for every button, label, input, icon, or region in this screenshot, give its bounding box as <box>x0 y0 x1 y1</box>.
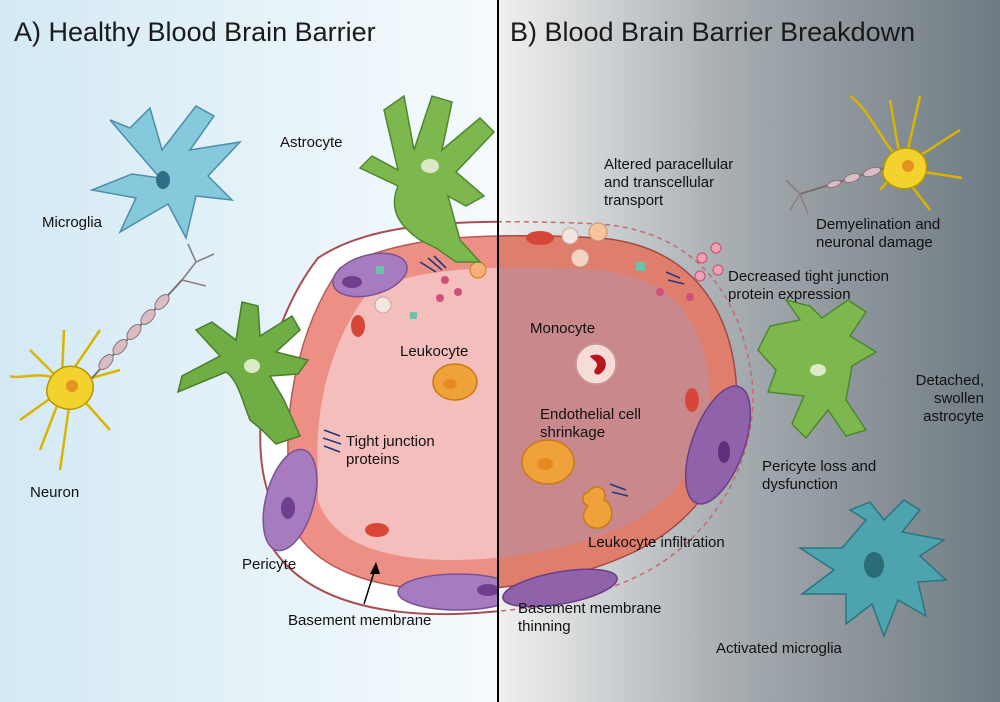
neuron-cell <box>9 243 215 471</box>
pericyte-nucleus <box>342 276 362 288</box>
transport-molecule <box>636 262 645 271</box>
label-basement-thinning-line2: thinning <box>518 618 571 635</box>
endothelial-nucleus <box>685 388 699 412</box>
transport-particle <box>441 276 449 284</box>
microglia-cell <box>89 105 243 241</box>
label-endothelial-line2: shrinkage <box>540 424 606 441</box>
label-endothelial-shrinkage: Endothelial cell shrinkage <box>540 406 641 442</box>
damaged-neuron-cell <box>785 94 963 215</box>
myelinated-axon <box>91 243 215 379</box>
monocyte-cell <box>575 343 617 385</box>
label-detached-line3: astrocyte <box>923 408 984 425</box>
label-decreased-line1: Decreased tight junction <box>728 268 889 285</box>
label-neuron: Neuron <box>30 484 80 501</box>
transport-vesicle <box>374 296 392 314</box>
label-basement-thinning: Basement membrane thinning <box>518 600 661 636</box>
transport-particle <box>694 270 706 282</box>
label-basement-thinning-line1: Basement membrane <box>518 600 662 617</box>
vessel-breakdown <box>498 220 754 613</box>
transport-particle <box>454 288 462 296</box>
astrocyte-cell <box>358 94 496 263</box>
tight-junction-icon <box>419 255 447 273</box>
label-pericyte-loss: Pericyte loss and dysfunction <box>762 458 876 494</box>
panel-a-title: A) Healthy Blood Brain Barrier <box>14 17 376 47</box>
tight-junction-icon <box>609 271 685 497</box>
transport-vesicle <box>469 261 487 279</box>
pointer-arrowhead <box>370 562 380 574</box>
leukocyte-nucleus <box>537 458 553 470</box>
pericyte-shape <box>684 385 752 505</box>
transport-vesicle <box>588 222 608 242</box>
swollen-astrocyte-cell <box>757 298 878 440</box>
label-altered-transport: Altered paracellular and transcellular t… <box>604 156 733 210</box>
pericyte-nucleus <box>718 441 730 463</box>
vessel-lumen-healthy <box>317 267 498 560</box>
label-decreased-tight-junction: Decreased tight junction protein express… <box>728 268 889 304</box>
transport-particle <box>710 242 722 254</box>
transport-particle <box>656 288 664 296</box>
pericyte-nucleus <box>477 584 498 596</box>
label-detached-astrocyte: Detached, swollen astrocyte <box>916 372 984 426</box>
label-demyelination: Demyelination and neuronal damage <box>816 216 940 252</box>
label-altered-line3: transport <box>604 192 664 209</box>
label-activated-microglia: Activated microglia <box>716 640 842 657</box>
label-detached-line2: swollen <box>933 390 984 407</box>
transport-vesicle <box>570 248 590 268</box>
label-demyelination-line1: Demyelination and <box>816 216 941 233</box>
pericyte-nucleus <box>281 497 295 519</box>
endothelial-nucleus <box>365 523 389 537</box>
label-demyelination-line2: neuronal damage <box>816 234 933 251</box>
label-decreased-line2: protein expression <box>728 286 851 303</box>
endothelial-nucleus <box>526 231 554 245</box>
astrocyte-cell <box>176 301 310 445</box>
label-monocyte: Monocyte <box>530 320 596 337</box>
leukocyte-nucleus <box>443 379 457 389</box>
label-detached-line1: Detached, <box>915 372 984 389</box>
pericyte-shape <box>397 573 498 611</box>
label-tight-junction-line2: proteins <box>346 451 400 468</box>
endothelial-nucleus <box>351 315 365 337</box>
panel-b-title: B) Blood Brain Barrier Breakdown <box>510 17 916 47</box>
label-leukocyte-infiltration: Leukocyte infiltration <box>588 534 725 551</box>
label-leukocyte: Leukocyte <box>400 343 469 360</box>
label-endothelial-line1: Endothelial cell <box>540 406 641 423</box>
transport-particle <box>686 293 694 301</box>
tight-junction-icon <box>322 429 342 453</box>
label-microglia: Microglia <box>42 214 103 231</box>
label-pericyte: Pericyte <box>242 556 297 573</box>
infiltrating-leukocyte <box>582 486 613 529</box>
transport-vesicle <box>561 227 579 245</box>
pericyte-shape <box>502 568 618 608</box>
transport-particle <box>696 252 708 264</box>
transport-molecule <box>376 266 384 274</box>
transport-particle <box>712 264 724 276</box>
label-altered-line2: and transcellular <box>604 174 715 191</box>
transport-molecule <box>410 312 417 319</box>
label-altered-line1: Altered paracellular <box>604 156 734 173</box>
label-tight-junction: Tight junction proteins <box>346 433 435 469</box>
label-basement-membrane: Basement membrane <box>288 612 432 629</box>
label-pericyte-loss-line2: dysfunction <box>762 476 838 493</box>
activated-microglia-cell <box>797 499 948 639</box>
transport-particle <box>436 294 444 302</box>
label-astrocyte: Astrocyte <box>280 134 343 151</box>
label-tight-junction-line1: Tight junction <box>346 433 435 450</box>
label-pericyte-loss-line1: Pericyte loss and <box>762 458 877 475</box>
vessel-healthy <box>259 220 498 616</box>
monocyte-nucleus <box>590 354 606 375</box>
vessel-lumen-breakdown <box>498 267 711 558</box>
